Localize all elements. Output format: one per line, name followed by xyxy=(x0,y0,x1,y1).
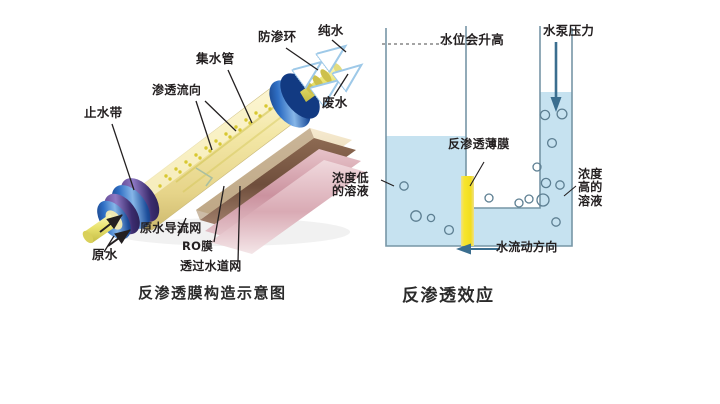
bubbles-high-concentration xyxy=(484,108,568,227)
ro-membrane-strip xyxy=(461,176,474,246)
membrane-body xyxy=(126,80,302,231)
label-water-level-rises: 水位会升高 xyxy=(440,32,505,47)
label-ro-membrane: RO膜 xyxy=(182,239,214,253)
leader-lines-right xyxy=(380,161,577,197)
label-raw-water: 原水 xyxy=(92,247,118,262)
label-water-flow-direction: 水流动方向 xyxy=(496,240,558,254)
left-diagram-title: 反渗透膜构造示意图 xyxy=(138,284,287,302)
label-water-collection-pipe: 集水管 xyxy=(196,51,235,66)
label-permeate-channel-net: 透过水道网 xyxy=(180,259,242,273)
label-low-concentration-solution: 浓度低 的溶液 xyxy=(332,171,369,199)
label-permeate-flow-direction: 渗透流向 xyxy=(152,83,202,97)
label-raw-water-guide-net: 原水导流网 xyxy=(140,221,202,235)
raw-water-inlet-tube xyxy=(82,214,118,244)
label-stop-water-belt: 止水带 xyxy=(84,105,123,120)
label-ro-thin-film: 反渗透薄膜 xyxy=(448,137,510,151)
right-end-cap xyxy=(269,73,320,128)
label-anti-seepage-ring: 防渗环 xyxy=(258,29,297,44)
permeate-holes xyxy=(158,97,282,188)
right-diagram-title: 反渗透效应 xyxy=(402,286,495,306)
label-pure-water: 纯水 xyxy=(318,23,344,38)
bubbles-low-concentration xyxy=(399,181,455,236)
label-pump-pressure: 水泵压力 xyxy=(543,23,595,38)
label-waste-water: 废水 xyxy=(322,95,348,110)
label-high-concentration-solution: 浓度 高的 溶液 xyxy=(578,167,603,208)
ro-module-graphic xyxy=(82,39,366,263)
